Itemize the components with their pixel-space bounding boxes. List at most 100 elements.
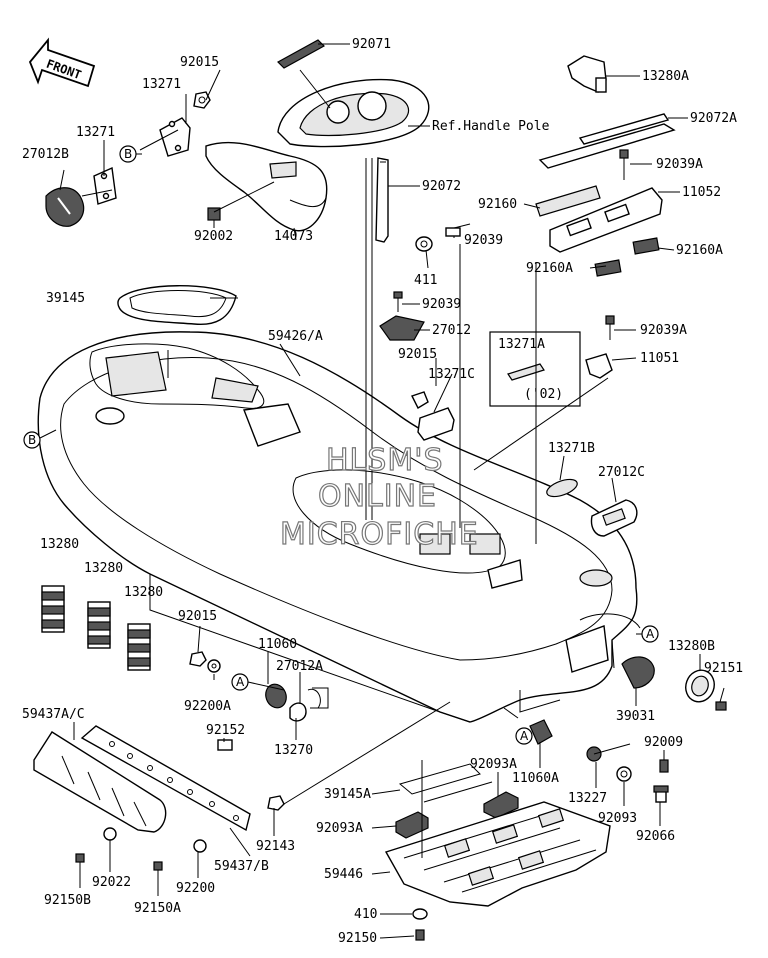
gasket-39145A <box>398 763 493 803</box>
bolt-92039A-b <box>605 315 615 340</box>
label-13271C: 13271C <box>428 367 475 382</box>
label-13270: 13270 <box>274 743 313 758</box>
label-92160A-b: 92160A <box>676 243 723 258</box>
label-92066: 92066 <box>636 829 675 844</box>
cover-27012A <box>289 688 321 722</box>
label-11060A: 11060A <box>512 771 559 786</box>
bolt-92039A-top <box>619 149 629 180</box>
label-92002: 92002 <box>194 229 233 244</box>
nut-92143 <box>267 795 285 811</box>
label-92022: 92022 <box>92 875 131 890</box>
bracket-11052 <box>549 187 663 253</box>
label-27012C: 27012C <box>598 465 645 480</box>
label-92150B: 92150B <box>44 893 91 908</box>
plate-13271-upper <box>159 117 191 157</box>
bolt-92152 <box>217 739 233 751</box>
label-13271-b: 13271 <box>76 125 115 140</box>
label-92143: 92143 <box>256 839 295 854</box>
drain-39031 <box>621 656 655 689</box>
plate-13271-lower <box>93 166 117 205</box>
label-92071: 92071 <box>352 37 391 52</box>
plate-13271C <box>411 391 455 441</box>
bracket-11051 <box>585 353 613 379</box>
pad-92160A-a <box>594 259 622 277</box>
label-13271-a: 13271 <box>142 77 181 92</box>
label-ref-handle-pole: Ref.Handle Pole <box>432 119 550 134</box>
label-13280A: 13280A <box>642 69 689 84</box>
hull-body <box>37 331 641 723</box>
bolt-92039-a <box>445 223 471 237</box>
ref-marker-b-top-label: B <box>124 147 132 161</box>
watermark-line-2: ONLINE <box>318 479 437 514</box>
label-92039A-b: 92039A <box>640 323 687 338</box>
bolt-92151 <box>715 701 727 711</box>
bracket-27012 <box>379 315 425 341</box>
label-59437B: 59437/B <box>214 859 269 874</box>
plug-11060A <box>529 719 553 745</box>
label-39145A: 39145A <box>324 787 371 802</box>
part-labels: 92071 Ref.Handle Pole 92015 13271 13271 … <box>22 37 743 946</box>
label-92093A-right: 92093A <box>470 757 517 772</box>
label-13227: 13227 <box>568 791 607 806</box>
inset-box: 13271A ('02) <box>489 331 581 407</box>
label-39145: 39145 <box>46 291 85 306</box>
bolt-92039-b <box>393 291 403 312</box>
label-92151: 92151 <box>704 661 743 676</box>
label-92039-b: 92039 <box>422 297 461 312</box>
label-13280B: 13280B <box>668 639 715 654</box>
bolt-92150 <box>415 929 425 941</box>
label-59446: 59446 <box>324 867 363 882</box>
clamp-13280-c <box>127 623 151 671</box>
label-27012B: 27012B <box>22 147 69 162</box>
washer-92093 <box>616 766 632 782</box>
bolt-92066 <box>653 785 669 803</box>
front-arrow-icon: FRONT <box>28 37 96 88</box>
ref-marker-a-mid: A <box>231 673 249 691</box>
label-59426A: 59426/A <box>268 329 323 344</box>
label-92009: 92009 <box>644 735 683 750</box>
label-92150A: 92150A <box>134 901 181 916</box>
clamp-13280A <box>567 55 607 93</box>
label-92093A-left: 92093A <box>316 821 363 836</box>
label-14073: 14073 <box>274 229 313 244</box>
label-13280-a: 13280 <box>40 537 79 552</box>
ref-marker-b-left-label: B <box>28 433 36 447</box>
handle-pole-cover <box>277 39 430 148</box>
bumper-59437AC <box>33 731 167 833</box>
ref-marker-a-mid-label: A <box>236 675 245 689</box>
cover-27012C <box>590 499 638 537</box>
bolt-92009 <box>659 759 669 773</box>
label-92039A: 92039A <box>656 157 703 172</box>
pad-92093A-left <box>395 811 429 839</box>
label-11052: 11052 <box>682 185 721 200</box>
label-92200: 92200 <box>176 881 215 896</box>
label-92093: 92093 <box>598 811 637 826</box>
bolt-92015-top <box>193 91 211 109</box>
clip-13270 <box>312 687 329 709</box>
label-92160A-a: 92160A <box>526 261 573 276</box>
inset-note: ('02) <box>524 387 563 402</box>
bolt-92150A <box>153 861 163 884</box>
ref-marker-a-right: A <box>641 625 659 643</box>
cover-27012B <box>45 187 85 227</box>
pad-92093A-right <box>483 791 519 819</box>
pad-92160A-b <box>632 237 660 255</box>
label-59437AC: 59437A/C <box>22 707 85 722</box>
clamp-13280-a <box>41 585 65 633</box>
washer-92022 <box>103 827 117 841</box>
cowl-14073 <box>205 141 328 232</box>
label-27012: 27012 <box>432 323 471 338</box>
inset-part-number: 13271A <box>498 337 545 352</box>
rod-92072 <box>375 157 389 243</box>
washer-411 <box>415 236 433 252</box>
label-92072: 92072 <box>422 179 461 194</box>
ref-marker-b-left: B <box>23 431 41 449</box>
label-27012A: 27012A <box>276 659 323 674</box>
washer-92200 <box>193 839 207 853</box>
ref-marker-a-lower: A <box>515 727 533 745</box>
label-92072A: 92072A <box>690 111 737 126</box>
cap-13271B <box>546 478 578 498</box>
washer-92200A <box>207 659 221 673</box>
label-11060: 11060 <box>258 637 297 652</box>
